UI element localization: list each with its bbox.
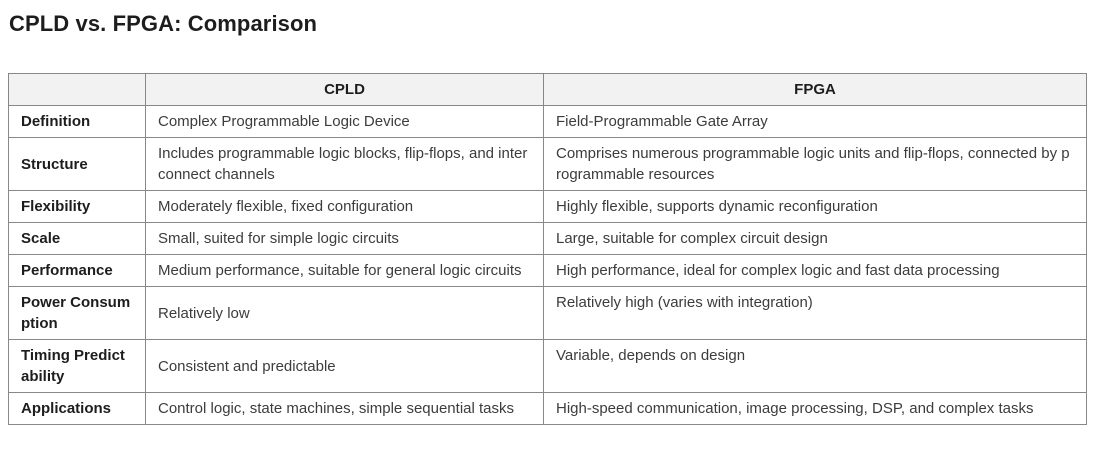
fpga-cell: Relatively high (varies with integration… [543, 286, 1087, 340]
column-header-fpga: FPGA [543, 73, 1087, 106]
page-title: CPLD vs. FPGA: Comparison [9, 11, 318, 36]
fpga-cell: Highly flexible, supports dynamic reconf… [543, 190, 1087, 223]
row-label: Definition [8, 105, 146, 138]
table-row-structure: Structure Includes programmable logic bl… [8, 137, 1087, 191]
cpld-cell: Medium performance, suitable for general… [145, 254, 544, 287]
cpld-cell: Consistent and predictable [145, 339, 544, 393]
cpld-cell: Small, suited for simple logic circuits [145, 222, 544, 255]
row-label: Scale [8, 222, 146, 255]
table-row-applications: Applications Control logic, state machin… [8, 392, 1087, 425]
table-row-flexibility: Flexibility Moderately flexible, fixed c… [8, 190, 1087, 223]
cpld-cell: Relatively low [145, 286, 544, 340]
row-label: Performance [8, 254, 146, 287]
comparison-table: CPLD FPGA Definition Complex Programmabl… [8, 73, 1087, 425]
row-label: Structure [8, 137, 146, 191]
fpga-cell: High performance, ideal for complex logi… [543, 254, 1087, 287]
fpga-cell: High-speed communication, image processi… [543, 392, 1087, 425]
table-row-power-consumption: Power Consumption Relatively low Relativ… [8, 286, 1087, 340]
table-row-definition: Definition Complex Programmable Logic De… [8, 105, 1087, 138]
table-header-row: CPLD FPGA [8, 73, 1087, 106]
fpga-cell: Large, suitable for complex circuit desi… [543, 222, 1087, 255]
cpld-cell: Complex Programmable Logic Device [145, 105, 544, 138]
fpga-cell: Comprises numerous programmable logic un… [543, 137, 1087, 191]
row-label: Power Consumption [8, 286, 146, 340]
row-label: Timing Predictability [8, 339, 146, 393]
row-label: Flexibility [8, 190, 146, 223]
document-page: CPLD vs. FPGA: Comparison CPLD FPGA Defi… [8, 11, 1087, 425]
fpga-cell: Variable, depends on design [543, 339, 1087, 393]
table-row-scale: Scale Small, suited for simple logic cir… [8, 222, 1087, 255]
fpga-cell: Field-Programmable Gate Array [543, 105, 1087, 138]
cpld-cell: Control logic, state machines, simple se… [145, 392, 544, 425]
column-header-cpld: CPLD [145, 73, 544, 106]
cpld-cell: Moderately flexible, fixed configuration [145, 190, 544, 223]
table-row-performance: Performance Medium performance, suitable… [8, 254, 1087, 287]
table-row-timing-predictability: Timing Predictability Consistent and pre… [8, 339, 1087, 393]
corner-header-cell [8, 73, 146, 106]
cpld-cell: Includes programmable logic blocks, flip… [145, 137, 544, 191]
row-label: Applications [8, 392, 146, 425]
